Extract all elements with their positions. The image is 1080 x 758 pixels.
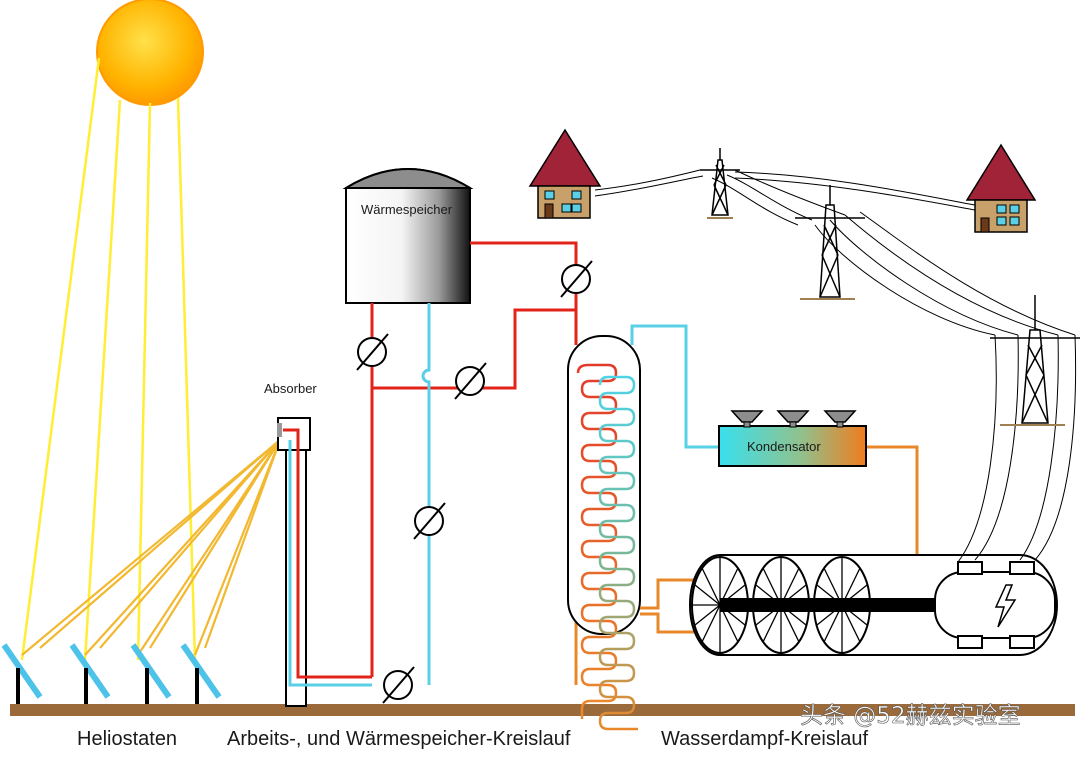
sun-rays [20, 57, 197, 661]
ground [10, 704, 1075, 716]
heat-exchanger [567, 335, 641, 731]
watermark: 头条 @52赫兹实验室 [800, 703, 1021, 729]
sun [96, 0, 204, 106]
valve-5 [382, 666, 415, 704]
condenser [718, 410, 867, 467]
heliostat-4 [180, 643, 222, 705]
heliostats-label: Heliostaten [77, 728, 177, 750]
valve-3 [560, 260, 593, 298]
reflected-rays [21, 439, 282, 656]
house-right [965, 143, 1037, 233]
heliostat-3 [130, 643, 172, 705]
absorber-pipes [283, 428, 372, 687]
power-lines [594, 169, 1077, 563]
steam-circuit-label: Wasserdampf-Kreislauf [661, 728, 869, 750]
condenser-label: Kondensator [747, 439, 821, 454]
lightning-icon [994, 584, 1017, 628]
work-circuit-label: Arbeits-, und Wärmespeicher-Kreislauf [227, 728, 571, 750]
power-pylon-2 [795, 185, 865, 300]
heliostat-2 [69, 643, 111, 705]
storage-label: Wärmespeicher [361, 202, 453, 217]
absorber-tower [277, 417, 311, 707]
heliostat-1 [1, 643, 43, 705]
steam-to-condenser-pipe [630, 324, 720, 449]
house-left [528, 128, 602, 219]
cold-circuit-pipes [372, 303, 578, 687]
power-pylon-1 [700, 148, 740, 219]
valve-1 [356, 333, 389, 371]
absorber-label: Absorber [264, 381, 317, 396]
power-pylon-3 [990, 295, 1080, 426]
heat-storage-tank [342, 168, 474, 304]
valve-2 [454, 362, 487, 400]
hot-circuit-pipes [370, 241, 578, 677]
generator [934, 561, 1056, 649]
valve-4 [413, 502, 446, 540]
